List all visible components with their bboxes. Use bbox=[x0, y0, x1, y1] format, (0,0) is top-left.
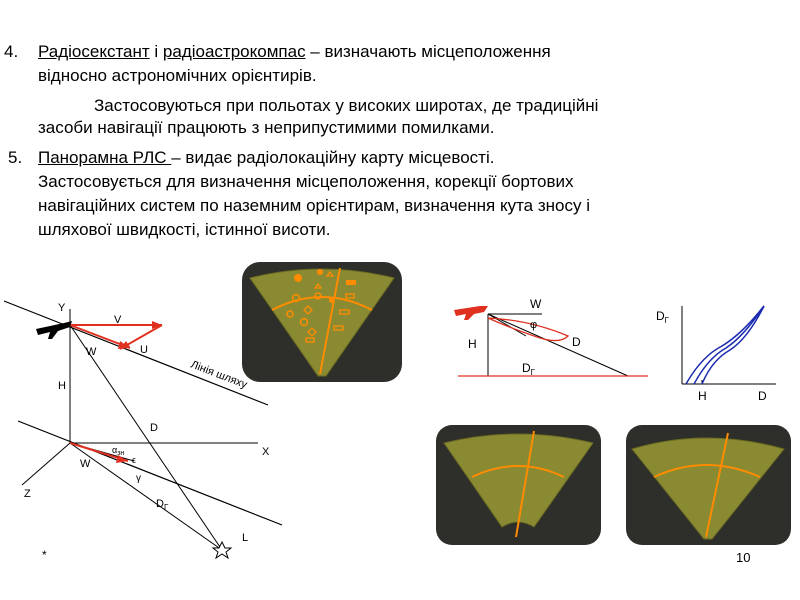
drift-angle-diagram: W φ H D DГ bbox=[454, 297, 648, 377]
item-5-line3: навігаційних систем по наземним орієнтир… bbox=[38, 196, 591, 215]
label-epsilon: ε bbox=[132, 455, 136, 465]
item-4-term2: радіоастрокомпас bbox=[162, 42, 306, 61]
footer-star: * bbox=[42, 548, 47, 562]
item-4-line1: Радіосекстант і радіоастрокомпас – визна… bbox=[38, 42, 551, 62]
path-line-label: Лінія шляху bbox=[189, 359, 249, 392]
label-L: L bbox=[242, 532, 248, 544]
right-label-W: W bbox=[530, 297, 542, 311]
right-label-D: D bbox=[572, 335, 581, 349]
item-4-conj: і bbox=[149, 42, 163, 61]
item-5-term: Панорамна РЛС bbox=[38, 148, 172, 167]
item-5-rest: – видає радіолокаційну карту місцевості. bbox=[171, 148, 495, 167]
range-graph: DГ H D bbox=[656, 305, 776, 403]
item-4-number: 4. bbox=[4, 42, 19, 61]
label-D: D bbox=[150, 422, 158, 434]
label-V: V bbox=[114, 314, 122, 326]
item-5-line1: Панорамна РЛС – видає радіолокаційну кар… bbox=[38, 148, 494, 168]
item-5-line2: Застосовується для визначення місцеполож… bbox=[38, 172, 574, 191]
label-X: X bbox=[262, 446, 270, 458]
graph-x-tick-H: H bbox=[698, 389, 707, 403]
label-Y: Y bbox=[58, 302, 66, 314]
label-Dg: DГ bbox=[156, 498, 169, 512]
item-5-line4: шляхової швидкості, істинної висоти. bbox=[38, 220, 331, 239]
label-Z: Z bbox=[24, 488, 31, 500]
right-label-phi: φ bbox=[530, 319, 537, 331]
navigation-geometry-diagram: Y X Z H D L V W U W Лінія шляху αзн ε γ … bbox=[3, 300, 283, 560]
item-4-line2: відносно астрономічних орієнтирів. bbox=[38, 66, 317, 85]
graph-y-label: DГ bbox=[656, 309, 670, 325]
label-H: H bbox=[58, 380, 66, 392]
radar-screen-fan bbox=[626, 425, 791, 545]
item-5-number: 5. bbox=[8, 148, 23, 167]
label-alpha: αзн bbox=[112, 445, 124, 457]
label-W-lower: W bbox=[80, 458, 91, 470]
item-4-rest: – визначають місцеположення bbox=[305, 42, 551, 61]
label-W: W bbox=[86, 346, 97, 358]
radar-screen-wedge bbox=[436, 425, 601, 545]
item-4-term: Радіосекстант bbox=[38, 42, 150, 61]
item-4-line3: Застосовуються при польотах у високих ши… bbox=[94, 96, 599, 115]
item-4-line4: засоби навігації працюють з неприпустими… bbox=[38, 118, 495, 137]
radar-screen-targets bbox=[242, 262, 402, 382]
right-label-Dg: DГ bbox=[522, 361, 536, 377]
label-gamma: γ bbox=[136, 473, 141, 484]
page-number: 10 bbox=[736, 550, 751, 565]
label-U: U bbox=[140, 344, 148, 356]
right-label-H: H bbox=[468, 337, 477, 351]
graph-x-label: D bbox=[758, 389, 767, 403]
